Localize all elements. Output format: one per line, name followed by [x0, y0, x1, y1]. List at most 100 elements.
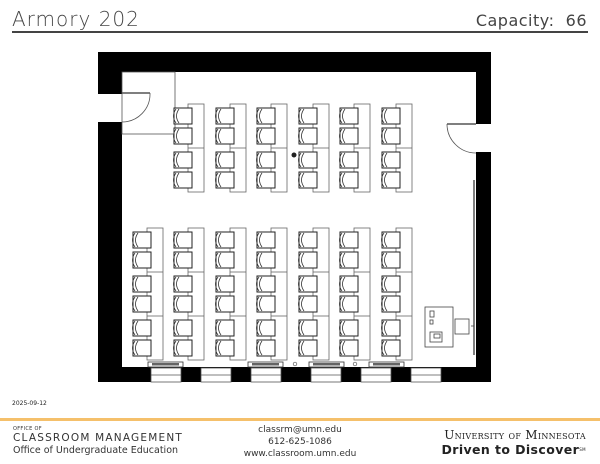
- chair-icon: [339, 339, 359, 357]
- chair-icon: [298, 295, 318, 313]
- chair-icon: [173, 231, 193, 249]
- chair-icon: [215, 251, 235, 269]
- parent-office: Office of Undergraduate Education: [13, 445, 179, 456]
- chair-icon: [173, 339, 193, 357]
- chair-icon: [381, 295, 401, 313]
- lectern: [424, 306, 474, 348]
- chair-icon: [339, 231, 359, 249]
- capacity-label: Capacity: 66: [476, 11, 587, 30]
- capacity-value: 66: [565, 11, 587, 30]
- chair-icon: [298, 251, 318, 269]
- university-name: University of Minnesota: [444, 428, 586, 442]
- chair-icon: [173, 275, 193, 293]
- chair-icon: [256, 127, 276, 145]
- chair-icon: [173, 171, 193, 189]
- chair-icon: [256, 251, 276, 269]
- chair-icon: [298, 127, 318, 145]
- chair-icon: [132, 275, 152, 293]
- chair-icon: [256, 151, 276, 169]
- table-outline: [229, 227, 247, 361]
- capacity-text: Capacity:: [475, 11, 555, 30]
- chair-icon: [215, 295, 235, 313]
- header-rule: [12, 31, 588, 33]
- table-outline: [270, 227, 288, 361]
- seating: [132, 103, 413, 361]
- chair-icon: [256, 339, 276, 357]
- chair-icon: [298, 151, 318, 169]
- service-mark: SM: [579, 447, 586, 452]
- chair-icon: [256, 275, 276, 293]
- chair-icon: [256, 231, 276, 249]
- chair-icon: [173, 295, 193, 313]
- contact-website[interactable]: www.classroom.umn.edu: [243, 449, 357, 459]
- chair-icon: [215, 339, 235, 357]
- chair-icon: [339, 171, 359, 189]
- contact-phone: 612-625-1086: [268, 437, 332, 447]
- chair-icon: [215, 231, 235, 249]
- chair-icon: [339, 251, 359, 269]
- tagline: Driven to DiscoverSM: [441, 442, 586, 458]
- office-block: OFFICE OF CLASSROOM MANAGEMENT Office of…: [13, 426, 183, 458]
- tagline-text: Driven to Discover: [441, 442, 580, 457]
- chair-icon: [173, 151, 193, 169]
- room-title: Armory 202: [12, 7, 140, 31]
- contact-email[interactable]: classrm@umn.edu: [258, 425, 342, 435]
- chair-icon: [339, 275, 359, 293]
- chair-icon: [215, 319, 235, 337]
- chair-icon: [215, 171, 235, 189]
- chair-icon: [381, 107, 401, 125]
- chair-icon: [298, 107, 318, 125]
- university-logo: University of Minnesota Driven to Discov…: [441, 428, 586, 458]
- chair-icon: [256, 171, 276, 189]
- chair-icon: [256, 295, 276, 313]
- chair-icon: [298, 275, 318, 293]
- office-of-label: OFFICE OF: [13, 426, 42, 432]
- chair-icon: [339, 107, 359, 125]
- chair-icon: [215, 107, 235, 125]
- chair-icon: [381, 251, 401, 269]
- table-outline: [395, 227, 413, 361]
- chair-icon: [215, 127, 235, 145]
- table-outline: [187, 227, 205, 361]
- chair-icon: [381, 127, 401, 145]
- chair-icon: [381, 319, 401, 337]
- chair-icon: [381, 339, 401, 357]
- chair-icon: [339, 151, 359, 169]
- chair-icon: [298, 319, 318, 337]
- chair-icon: [256, 319, 276, 337]
- office-name: CLASSROOM MANAGEMENT: [13, 432, 183, 444]
- chair-icon: [132, 319, 152, 337]
- chair-icon: [339, 319, 359, 337]
- chair-icon: [298, 231, 318, 249]
- chair-icon: [173, 251, 193, 269]
- chair-icon: [132, 295, 152, 313]
- chair-icon: [381, 231, 401, 249]
- walls: [98, 52, 491, 382]
- plan-date: 2025-09-12: [12, 400, 47, 407]
- footer-accent-rule: [0, 418, 600, 421]
- right-door: [446, 123, 477, 154]
- chair-icon: [173, 107, 193, 125]
- chair-icon: [215, 275, 235, 293]
- chair-icon: [256, 107, 276, 125]
- chair-icon: [173, 319, 193, 337]
- table-outline: [312, 227, 330, 361]
- left-door: [121, 71, 176, 135]
- chair-icon: [215, 151, 235, 169]
- chair-icon: [173, 127, 193, 145]
- chair-icon: [298, 339, 318, 357]
- windows: [150, 367, 442, 383]
- floor-marker: [291, 152, 297, 158]
- floor-plan: [98, 52, 491, 383]
- chair-icon: [298, 171, 318, 189]
- contact-block: classrm@umn.edu 612-625-1086 www.classro…: [230, 424, 370, 460]
- chair-icon: [381, 275, 401, 293]
- table-outline: [353, 227, 371, 361]
- chair-icon: [381, 171, 401, 189]
- chair-icon: [132, 339, 152, 357]
- chair-icon: [339, 127, 359, 145]
- chair-icon: [132, 231, 152, 249]
- chair-icon: [381, 151, 401, 169]
- chair-icon: [132, 251, 152, 269]
- chair-icon: [339, 295, 359, 313]
